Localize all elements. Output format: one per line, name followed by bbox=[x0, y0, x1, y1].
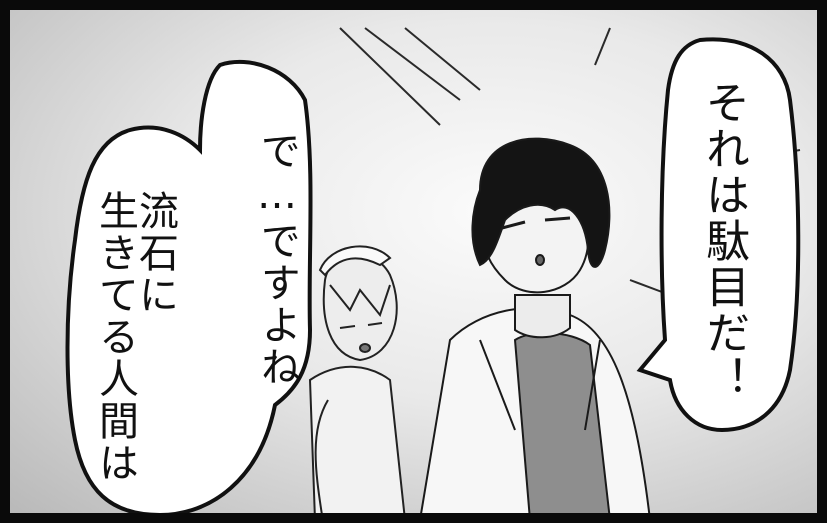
speech-text-left-line-3: 生きてる人間は… bbox=[92, 190, 138, 523]
speech-text-left-line-1: で…ですよね bbox=[254, 130, 300, 388]
speech-text-right: それは駄目だ！ bbox=[698, 80, 749, 402]
nurse-figure bbox=[308, 245, 406, 513]
speech-text-left-line-2: 流石に bbox=[132, 190, 178, 316]
comic-art bbox=[65, 27, 801, 513]
doctor-figure bbox=[420, 137, 651, 513]
speech-bubble-left bbox=[65, 59, 313, 513]
speech-bubble-right bbox=[636, 37, 801, 433]
